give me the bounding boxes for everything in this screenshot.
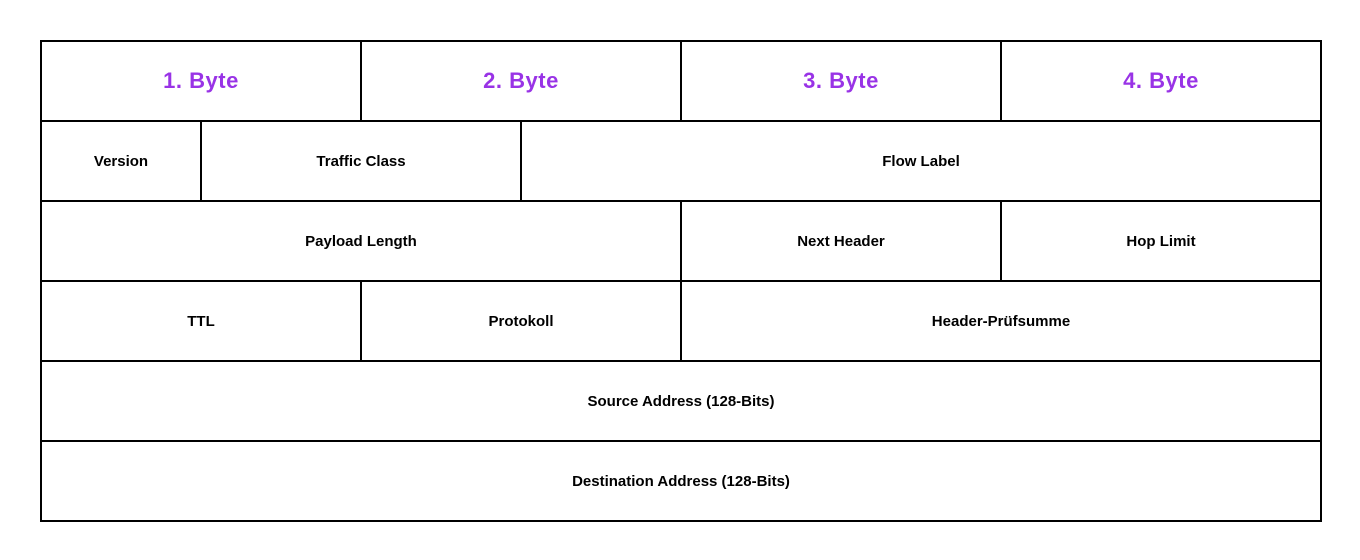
field-ttl: TTL (42, 282, 362, 362)
field-source-address-label: Source Address (128-Bits) (587, 392, 775, 410)
byte-header-1-label: 1. Byte (163, 68, 239, 93)
byte-header-cell-3: 3. Byte (682, 42, 1002, 122)
field-hop-limit-label: Hop Limit (1126, 232, 1196, 250)
byte-header-cell-1: 1. Byte (42, 42, 362, 122)
field-ttl-label: TTL (187, 312, 215, 330)
field-protokoll-label: Protokoll (488, 312, 554, 330)
byte-header-4-label: 4. Byte (1123, 68, 1199, 93)
byte-header-3-label: 3. Byte (803, 68, 879, 93)
field-header-pruefsumme-label: Header-Prüfsumme (931, 312, 1071, 330)
field-hop-limit: Hop Limit (1002, 202, 1322, 282)
field-flow-label: Flow Label (522, 122, 1322, 202)
field-traffic-class-label: Traffic Class (316, 152, 406, 170)
field-next-header: Next Header (682, 202, 1002, 282)
field-source-address: Source Address (128-Bits) (42, 362, 1322, 442)
field-payload-length: Payload Length (42, 202, 682, 282)
byte-header-2-label: 2. Byte (483, 68, 559, 93)
field-protokoll: Protokoll (362, 282, 682, 362)
field-payload-length-label: Payload Length (305, 232, 417, 250)
byte-header-cell-4: 4. Byte (1002, 42, 1322, 122)
field-next-header-label: Next Header (797, 232, 885, 250)
field-traffic-class: Traffic Class (202, 122, 522, 202)
field-flow-label-label: Flow Label (882, 152, 960, 170)
field-destination-address-label: Destination Address (128-Bits) (572, 472, 790, 490)
field-version: Version (42, 122, 202, 202)
protocol-header-table: 1. Byte 2. Byte 3. Byte 4. Byte Version … (40, 40, 1322, 522)
byte-header-cell-2: 2. Byte (362, 42, 682, 122)
field-destination-address: Destination Address (128-Bits) (42, 442, 1322, 522)
field-header-pruefsumme: Header-Prüfsumme (682, 282, 1322, 362)
field-version-label: Version (93, 152, 149, 170)
